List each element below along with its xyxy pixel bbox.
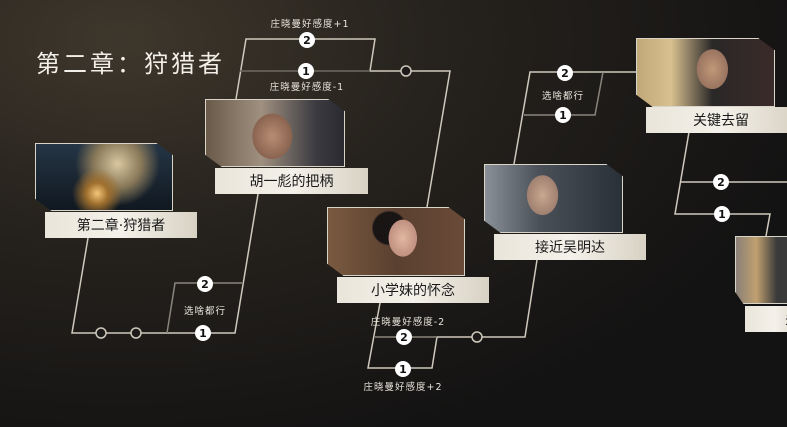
scene-thumbnail [35,143,173,211]
choice-caption: 庄晓曼好感度-2 [370,317,446,328]
waypoint [130,327,142,339]
choice-option-1[interactable]: 1 [555,107,571,123]
scene-thumbnail [735,236,787,304]
choice-option-2[interactable]: 2 [396,329,412,345]
choice-option-1[interactable]: 1 [714,206,730,222]
node-label: 关键去留 [646,107,787,133]
scene-thumbnail [484,164,623,233]
waypoint [400,65,412,77]
node-label: 胡一彪的把柄 [215,168,368,194]
choice-option-1[interactable]: 1 [395,361,411,377]
choice-option-1[interactable]: 1 [298,63,314,79]
waypoint [471,331,483,343]
choice-option-2[interactable]: 2 [197,276,213,292]
waypoint [95,327,107,339]
node-label: 接近吴明达 [494,234,646,260]
scene-thumbnail [636,38,775,107]
choice-option-2[interactable]: 2 [557,65,573,81]
scene-thumbnail [205,99,345,167]
chapter-title: 第二章：狩猎者 [36,50,225,78]
node-label: 小学妹的怀念 [337,277,489,303]
choice-caption: 庄晓曼好感度+2 [363,382,443,393]
choice-option-2[interactable]: 2 [713,174,729,190]
choice-option-2[interactable]: 2 [299,32,315,48]
choice-caption: 庄晓曼好感度-1 [269,82,345,93]
choice-caption: 选啥都行 [183,306,227,317]
choice-caption: 庄晓曼好感度+1 [270,19,350,30]
scene-thumbnail [327,207,465,276]
choice-option-1[interactable]: 1 [195,325,211,341]
node-label: 第二章·狩猎者 [45,212,197,238]
node-label: 关 [745,306,787,332]
choice-caption: 选啥都行 [541,91,585,102]
